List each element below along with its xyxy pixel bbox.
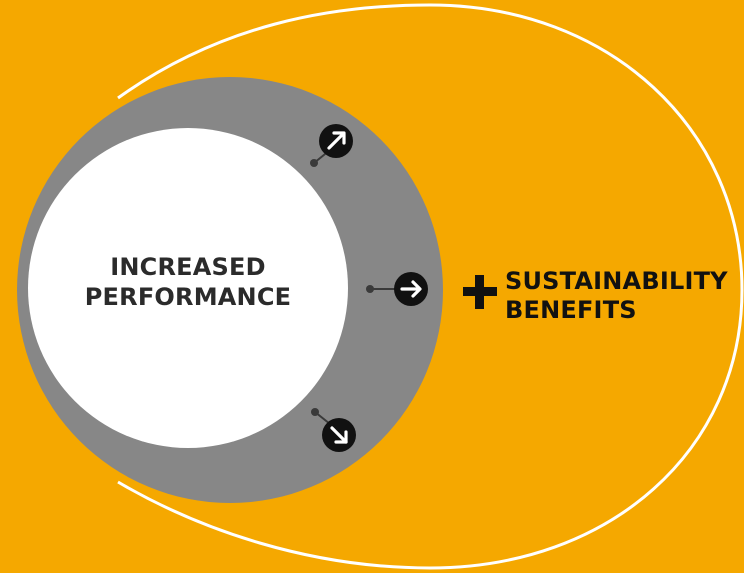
connector-bottom	[311, 408, 331, 425]
increased-performance-label: INCREASED PERFORMANCE	[28, 252, 348, 312]
arrow-up-right-icon	[319, 124, 353, 158]
sustainability-benefits-group: SUSTAINABILITY BENEFITS	[463, 267, 728, 325]
center-label-line-2: PERFORMANCE	[84, 283, 292, 311]
arrow-right-icon	[394, 272, 428, 306]
arrow-down-right-icon	[322, 418, 356, 452]
outer-outline-arc	[117, 3, 744, 570]
benefits-label-line-2: BENEFITS	[505, 296, 637, 324]
connector-middle	[366, 285, 396, 293]
benefits-label-line-1: SUSTAINABILITY	[505, 267, 728, 295]
center-label-line-1: INCREASED	[110, 253, 266, 281]
inner-circle	[28, 128, 348, 448]
plus-icon	[463, 275, 497, 309]
sustainability-benefits-label: SUSTAINABILITY BENEFITS	[505, 267, 728, 325]
